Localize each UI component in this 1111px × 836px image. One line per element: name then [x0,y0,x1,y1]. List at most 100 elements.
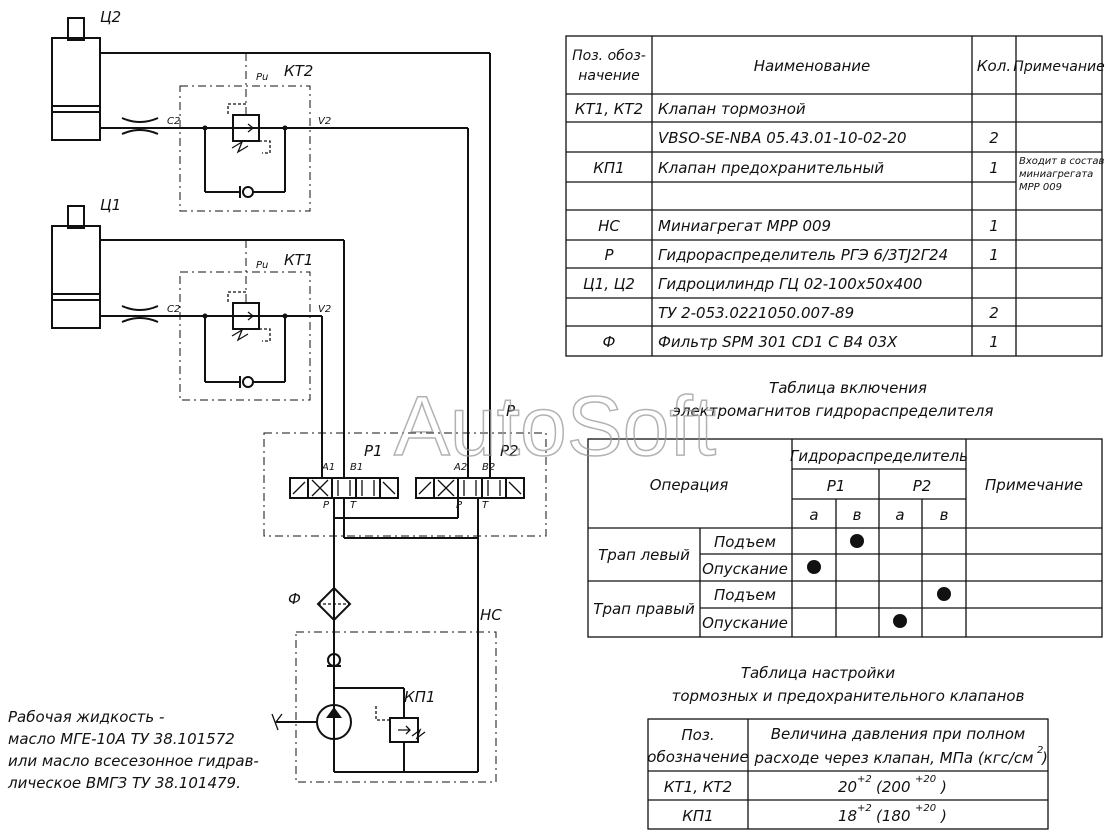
spec-r5-name: Миниагрегат МРР 009 [658,217,831,235]
switch-mark-1 [807,560,821,574]
brake-valve-kt1: Pu КТ1 C2 V2 [167,240,331,401]
filter-label: Ф [288,590,301,608]
spec-table: Поз. обоз- начение Наименование Кол. При… [565,35,1105,357]
kt2-c2-label: C2 [167,116,180,127]
switch-h-note: Примечание [985,476,1083,494]
kt1-label: КТ1 [284,251,313,269]
spec-r9-qty: 1 [989,333,999,351]
valve-r1-val2: (180 [876,807,910,825]
spec-r0-name: Клапан тормозной [658,100,806,118]
kt2-label: КТ2 [284,62,313,80]
spec-h-name: Наименование [754,57,871,75]
spec-r3-note: миниагрегата [1019,169,1093,180]
switch-left-down: Опускание [702,560,788,578]
distributor-frame [263,432,547,537]
switch-right-up: Подъем [714,586,776,604]
cyl2-label: Ц2 [100,8,121,26]
ns-label: НС [480,606,502,624]
spec-r6-name: Гидрораспределитель РГЭ 6/3ТJ2Г24 [658,246,948,264]
switch-marks [807,534,951,628]
spec-r0-pos: КТ1, КТ2 [575,100,643,118]
valve-h-sup: 2 [1037,745,1043,756]
valve-r0-val2: (200 [876,778,910,796]
cylinder-c2: Ц2 [51,8,490,141]
valve-p1: P1 A1 B1 P T [289,442,399,511]
p2-label: P2 [500,442,519,460]
spec-r7-name: Гидроцилиндр ГЦ 02-100х50х400 [658,275,922,293]
spec-h-note: Примечание [1013,59,1104,75]
switch-table: Таблица включения электромагнитов гидрор… [587,379,1103,638]
cylinder-c1: Ц1 [51,196,344,329]
valve-r1-pos: КП1 [682,807,713,825]
spec-r2-qty: 1 [989,159,999,177]
kt2-v2-label: V2 [318,116,331,127]
spec-r8-name: ТУ 2-053.0221050.007-89 [658,304,854,322]
p2-b-label: B2 [482,462,495,473]
valve-r1-sup: +2 [857,803,872,814]
switch-h-p1: Р1 [827,477,846,495]
mini-unit-ns: НС КП1 [271,606,502,783]
cyl1-label: Ц1 [100,196,121,214]
kt1-pu-label: Pu [256,260,268,271]
fluid-note: Рабочая жидкость - масло МГЕ-10А ТУ 38.1… [7,708,259,792]
kt1-c2-label: C2 [167,304,180,315]
p1-a-label: A1 [321,462,335,473]
switch-title-2: электромагнитов гидрораспределителя [673,402,994,420]
pressure-lines [321,53,491,772]
p2-p-label: P [456,500,463,511]
valve-title-1: Таблица настройки [741,664,896,682]
spec-r5-pos: НС [598,217,620,235]
kt1-v2-label: V2 [318,304,331,315]
valve-r1-sup2: +20 [915,803,936,814]
spec-h-qty: Кол. [977,57,1011,75]
kp1-label: КП1 [404,688,435,706]
switch-mark-3 [893,614,907,628]
valve-title-2: тормозных и предохранительного клапанов [672,687,1025,705]
valve-p2: P2 A2 B2 P T [415,442,525,511]
switch-mark-2 [937,587,951,601]
switch-h-p1-b: в [853,506,862,524]
valve-r1-val: 18 [838,807,857,825]
fluid-note-line-1: Рабочая жидкость - [8,708,164,726]
p1-p-label: P [323,500,330,511]
spec-r9-pos: Ф [603,333,616,351]
valve-r0-sup2: +20 [915,774,936,785]
switch-h-p1-a: а [809,506,818,524]
switch-h-p2: Р2 [913,477,932,495]
switch-left-up: Подъем [714,533,776,551]
spec-r4-note: МРР 009 [1019,182,1062,193]
spec-r9-name: Фильтр SPM 301 CD1 C B4 03X [658,333,898,351]
brake-valve-kt2: Pu КТ2 C2 V2 [167,53,331,212]
spec-r5-qty: 1 [989,217,999,235]
spec-r2-name: Клапан предохранительный [658,159,884,177]
fluid-note-line-2: масло МГЕ-10А ТУ 38.101572 [8,730,235,748]
switch-h-group: Гидрораспределитель [790,447,968,465]
switch-mark-0 [850,534,864,548]
fluid-note-line-4: лическое ВМГЗ ТУ 38.101479. [7,774,241,792]
valve-h-val-2: расходе через клапан, МПа (кгс/см [754,749,1034,767]
spec-h-pos-2: начение [578,68,639,84]
p2-a-label: A2 [453,462,467,473]
valve-h-close: ) [1041,749,1048,767]
valve-table: Таблица настройки тормозных и предохрани… [647,664,1049,830]
spec-h-pos-1: Поз. обоз- [572,48,646,64]
switch-h-operation: Операция [650,476,729,494]
valve-h-pos-1: Поз. [681,726,714,744]
p2-t-label: T [482,500,489,511]
switch-right: Трап правый [593,600,695,618]
switch-h-p2-b: в [940,506,949,524]
valve-h-pos-2: обозначение [647,748,748,766]
switch-left: Трап левый [598,546,690,564]
spec-r1-name: VBSO-SE-NBA 05.43.01-10-02-20 [658,129,907,147]
spec-r2-pos: КП1 [593,159,624,177]
p1-t-label: T [350,500,357,511]
valve-r0-sup: +2 [857,774,872,785]
spec-r6-qty: 1 [989,246,999,264]
valve-r0-val: 20 [838,778,857,796]
p1-label: P1 [364,442,383,460]
spec-r8-qty: 2 [989,304,999,322]
valve-h-val-1: Величина давления при полном [771,725,1026,743]
switch-title-1: Таблица включения [769,379,927,397]
valve-r0-close: ) [940,778,947,796]
